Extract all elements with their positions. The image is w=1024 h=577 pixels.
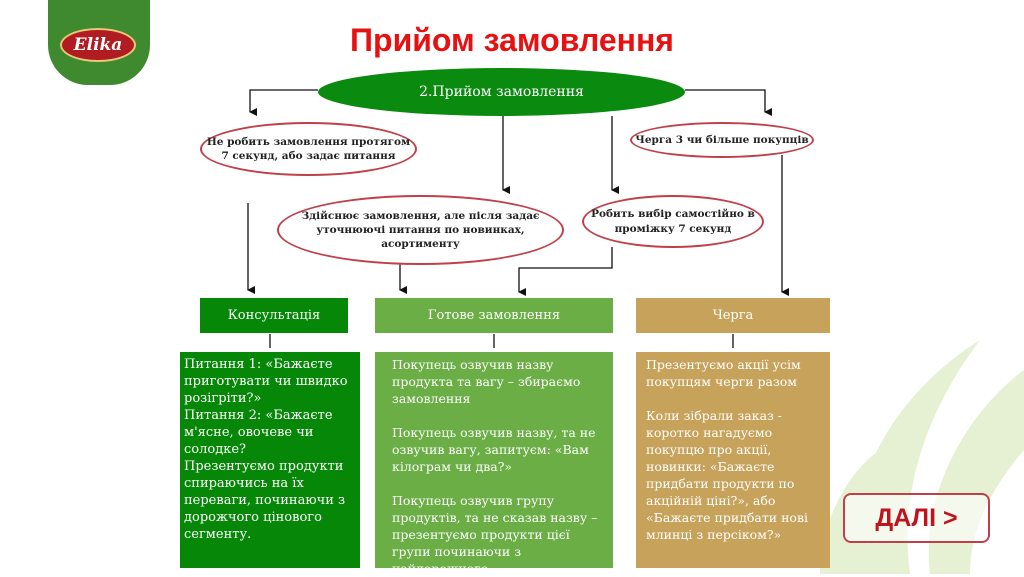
node-asks-question: Не робить замовлення протягом 7 секунд, … <box>200 122 417 176</box>
page-title: Прийом замовлення <box>350 22 674 58</box>
next-button[interactable]: ДАЛІ > <box>843 493 990 543</box>
box-ready-order: Покупець озвучив назву продукта та вагу … <box>375 352 613 576</box>
header-consultation: Консультація <box>200 298 348 333</box>
header-ready-order: Готове замовлення <box>375 298 613 333</box>
box-queue: Презентуємо акції усім покупцям черги ра… <box>636 352 830 568</box>
logo-text: Elika <box>60 28 136 62</box>
elika-logo: Elika <box>48 0 150 85</box>
root-node: 2.Прийом замовлення <box>318 68 685 116</box>
node-queue: Черга 3 чи більше покупців <box>630 122 814 158</box>
node-self-choice: Робить вибір самостійно в проміжку 7 сек… <box>582 195 764 248</box>
node-clarifying-questions: Здійснює замовлення, але після задає уто… <box>277 195 564 265</box>
header-queue: Черга <box>636 298 830 333</box>
box-consultation: Питання 1: «Бажаєте приготувати чи швидк… <box>180 352 360 568</box>
